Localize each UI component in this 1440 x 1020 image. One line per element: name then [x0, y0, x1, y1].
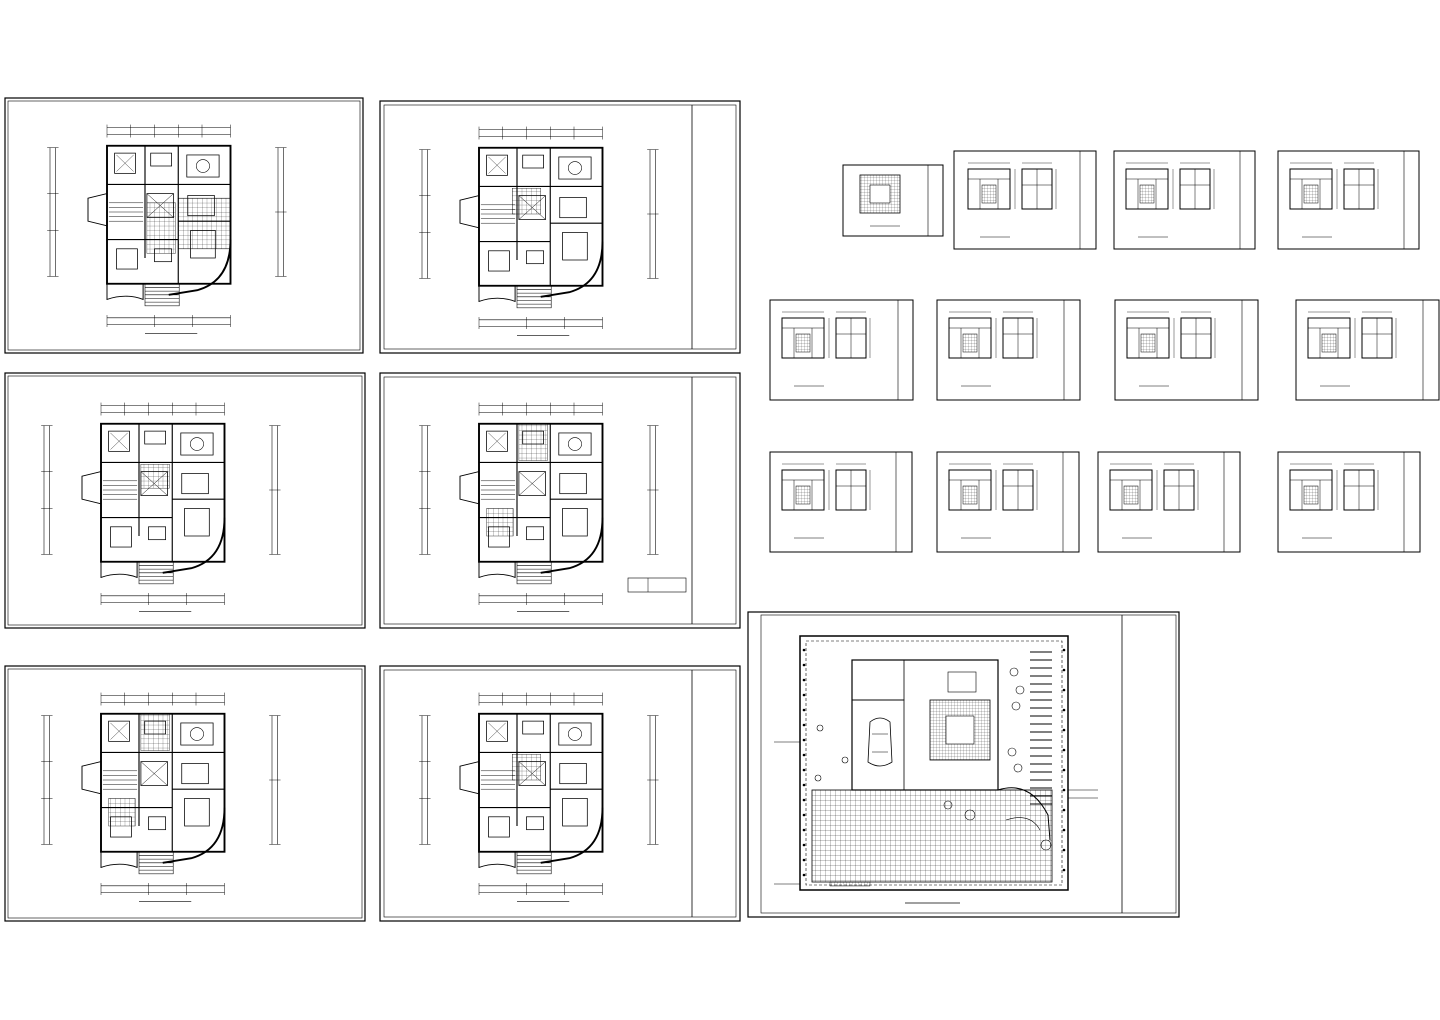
elevation-sheet-11 [1097, 451, 1241, 553]
elevation-sheet-3 [1113, 150, 1256, 250]
elevation-sheet-2 [953, 150, 1097, 250]
floor-plan-sheet-4 [379, 372, 741, 629]
elevation-sheet-9 [769, 451, 913, 553]
floor-plan-sheet-3 [4, 372, 366, 629]
elevation-sheet-12 [1277, 451, 1421, 553]
site-plan-sheet [747, 611, 1180, 918]
floor-plan-sheet-1 [4, 97, 364, 354]
elevation-sheet-10 [936, 451, 1080, 553]
elevation-sheet-8 [1295, 299, 1440, 401]
elevation-sheet-6 [936, 299, 1081, 401]
floor-plan-sheet-5 [4, 665, 366, 922]
floor-plan-sheet-6 [379, 665, 741, 922]
elevation-sheet-5 [769, 299, 914, 401]
floor-plan-sheet-2 [379, 100, 741, 354]
elevation-sheet-7 [1114, 299, 1259, 401]
elevation-sheet-4 [1277, 150, 1420, 250]
detail-sheet-1 [842, 164, 944, 237]
